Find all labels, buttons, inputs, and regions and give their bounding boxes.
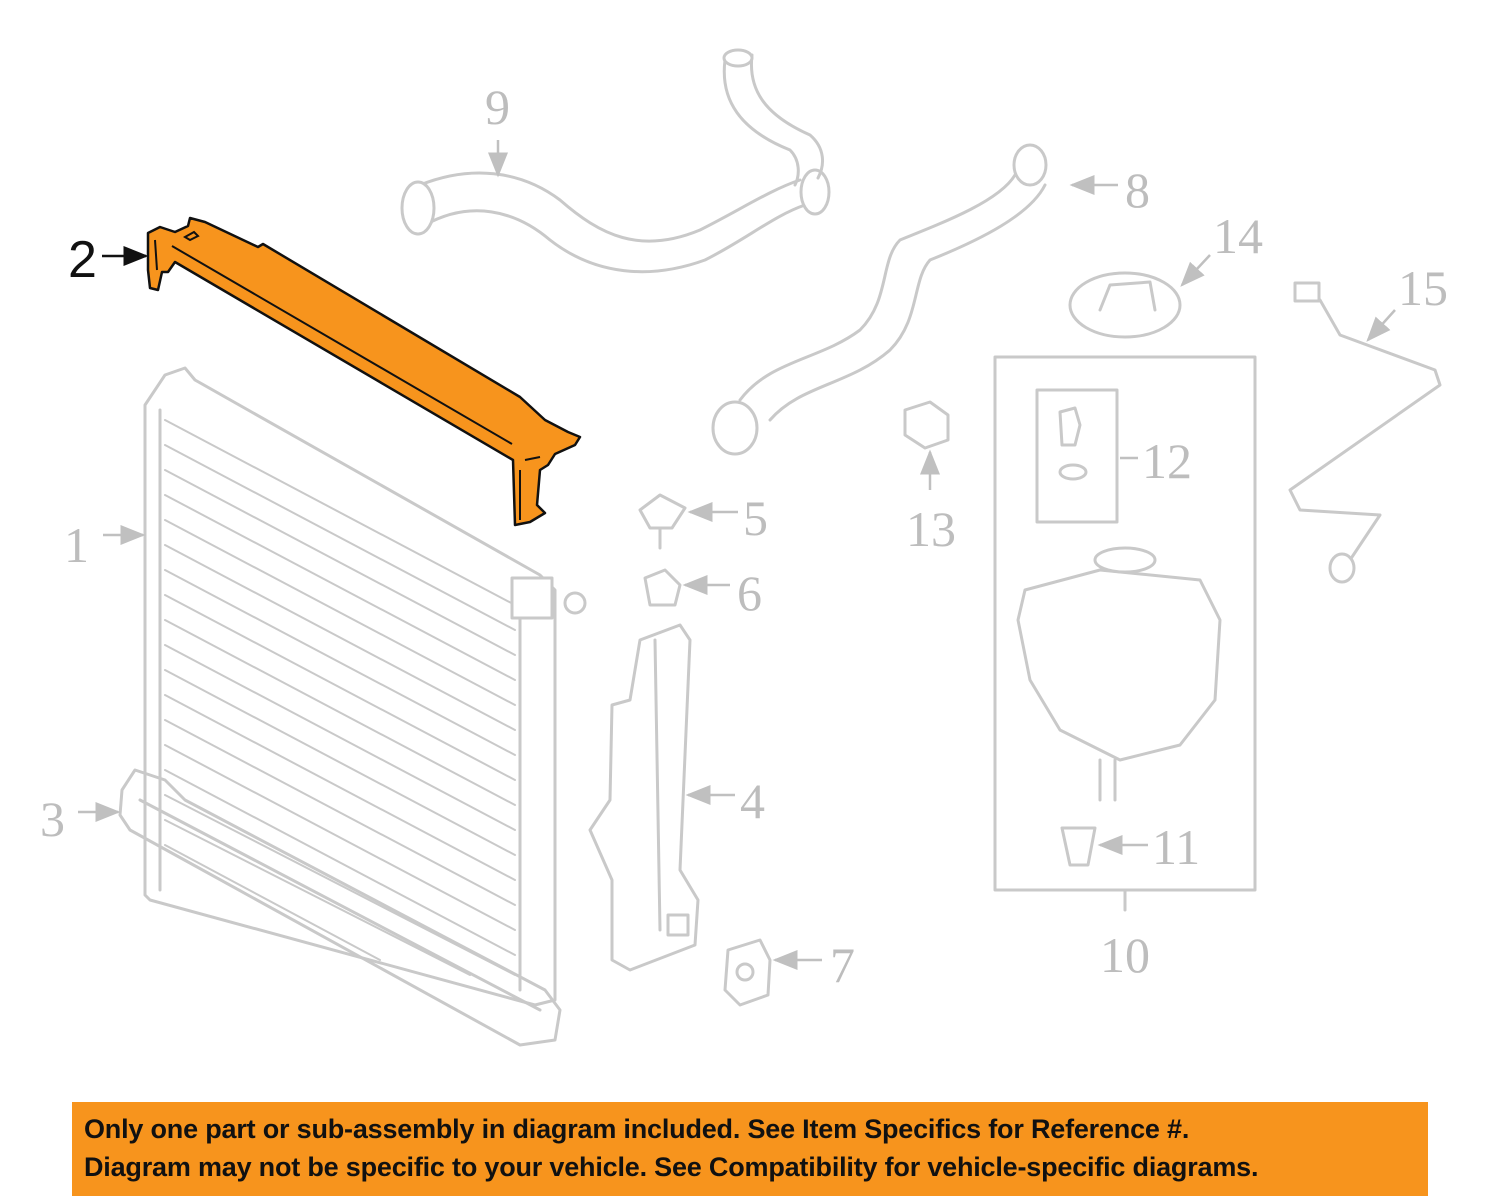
callout-6: 6 [737,565,762,621]
part-14-cap [1068,271,1182,339]
disclaimer-banner: Only one part or sub-assembly in diagram… [72,1102,1428,1196]
callout-2: 2 [68,231,97,289]
part-3-lower-bar [118,768,562,1047]
callout-5: 5 [743,490,768,546]
callout-13: 13 [906,501,956,557]
disclaimer-line-2: Diagram may not be specific to your vehi… [84,1152,1259,1182]
part-15-sensor-wire [1288,281,1442,584]
callout-15: 15 [1398,260,1448,316]
callout-12: 12 [1142,433,1192,489]
part-13-sensor [903,400,950,450]
callout-11: 11 [1152,819,1200,875]
callout-4: 4 [740,773,765,829]
disclaimer-line-1: Only one part or sub-assembly in diagram… [84,1114,1190,1144]
part-8-lower-hose [711,143,1048,456]
part-9-upper-hose [400,48,831,274]
part-5-clip [638,493,687,550]
callout-1: 1 [64,517,89,573]
part-4-bracket [588,623,700,972]
callout-10: 10 [1100,927,1150,983]
callout-7: 7 [830,937,855,993]
callout-3: 3 [40,791,65,847]
part-6-clip [643,568,682,607]
part-2-highlighted-air-duct[interactable] [146,216,582,527]
parts-diagram: 2 1 3 4 5 6 7 8 9 10 11 12 13 14 15 [40,48,1448,1047]
part-7-bracket [723,938,772,1007]
callout-arrows [78,140,1396,970]
callout-8: 8 [1125,162,1150,218]
callout-9: 9 [485,79,510,135]
part-10-reservoir-group [993,355,1257,912]
callout-14: 14 [1213,208,1263,264]
